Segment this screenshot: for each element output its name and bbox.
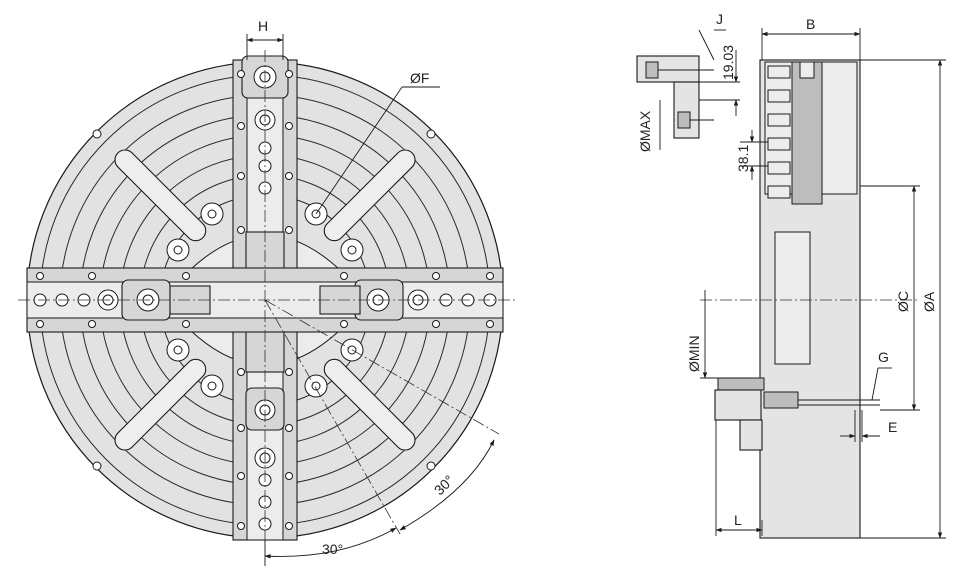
dim-e xyxy=(840,410,880,442)
dim-a xyxy=(860,59,946,539)
center-lines xyxy=(18,50,515,550)
label-e: E xyxy=(888,419,897,435)
dim-38 xyxy=(740,130,768,180)
dim-l xyxy=(715,420,763,536)
label-g: G xyxy=(878,349,889,365)
dim-g xyxy=(871,367,892,401)
front-view: H ØF 30° 30° xyxy=(18,18,515,566)
label-38: 38.1 xyxy=(735,145,751,172)
label-angle-1: 30° xyxy=(322,541,343,557)
label-c: ØC xyxy=(895,291,911,312)
label-l: L xyxy=(734,512,742,528)
label-19: 19.03 xyxy=(720,45,736,80)
pcd-bolts xyxy=(166,202,364,398)
label-j: J xyxy=(716,11,723,27)
angle-arcs xyxy=(264,439,495,566)
dim-min xyxy=(700,290,720,379)
label-min: ØMIN xyxy=(686,335,702,372)
label-a: ØA xyxy=(921,291,937,312)
label-h: H xyxy=(258,18,268,34)
label-max: ØMAX xyxy=(637,110,653,152)
dim-b xyxy=(761,28,861,60)
dim-c xyxy=(860,185,920,411)
diagonal-slots xyxy=(114,149,416,451)
jaw-teeth-bottom xyxy=(717,377,765,391)
spindle-recess xyxy=(774,231,811,365)
dim-f-leader xyxy=(315,86,440,215)
track-screws xyxy=(36,70,494,530)
label-f: ØF xyxy=(410,70,429,86)
dim-h xyxy=(246,34,284,60)
label-b: B xyxy=(806,16,815,32)
side-view xyxy=(700,59,920,539)
jaw-detail xyxy=(636,29,740,150)
label-angle-2: 30° xyxy=(431,472,457,498)
jaw-teeth-top xyxy=(767,65,791,199)
